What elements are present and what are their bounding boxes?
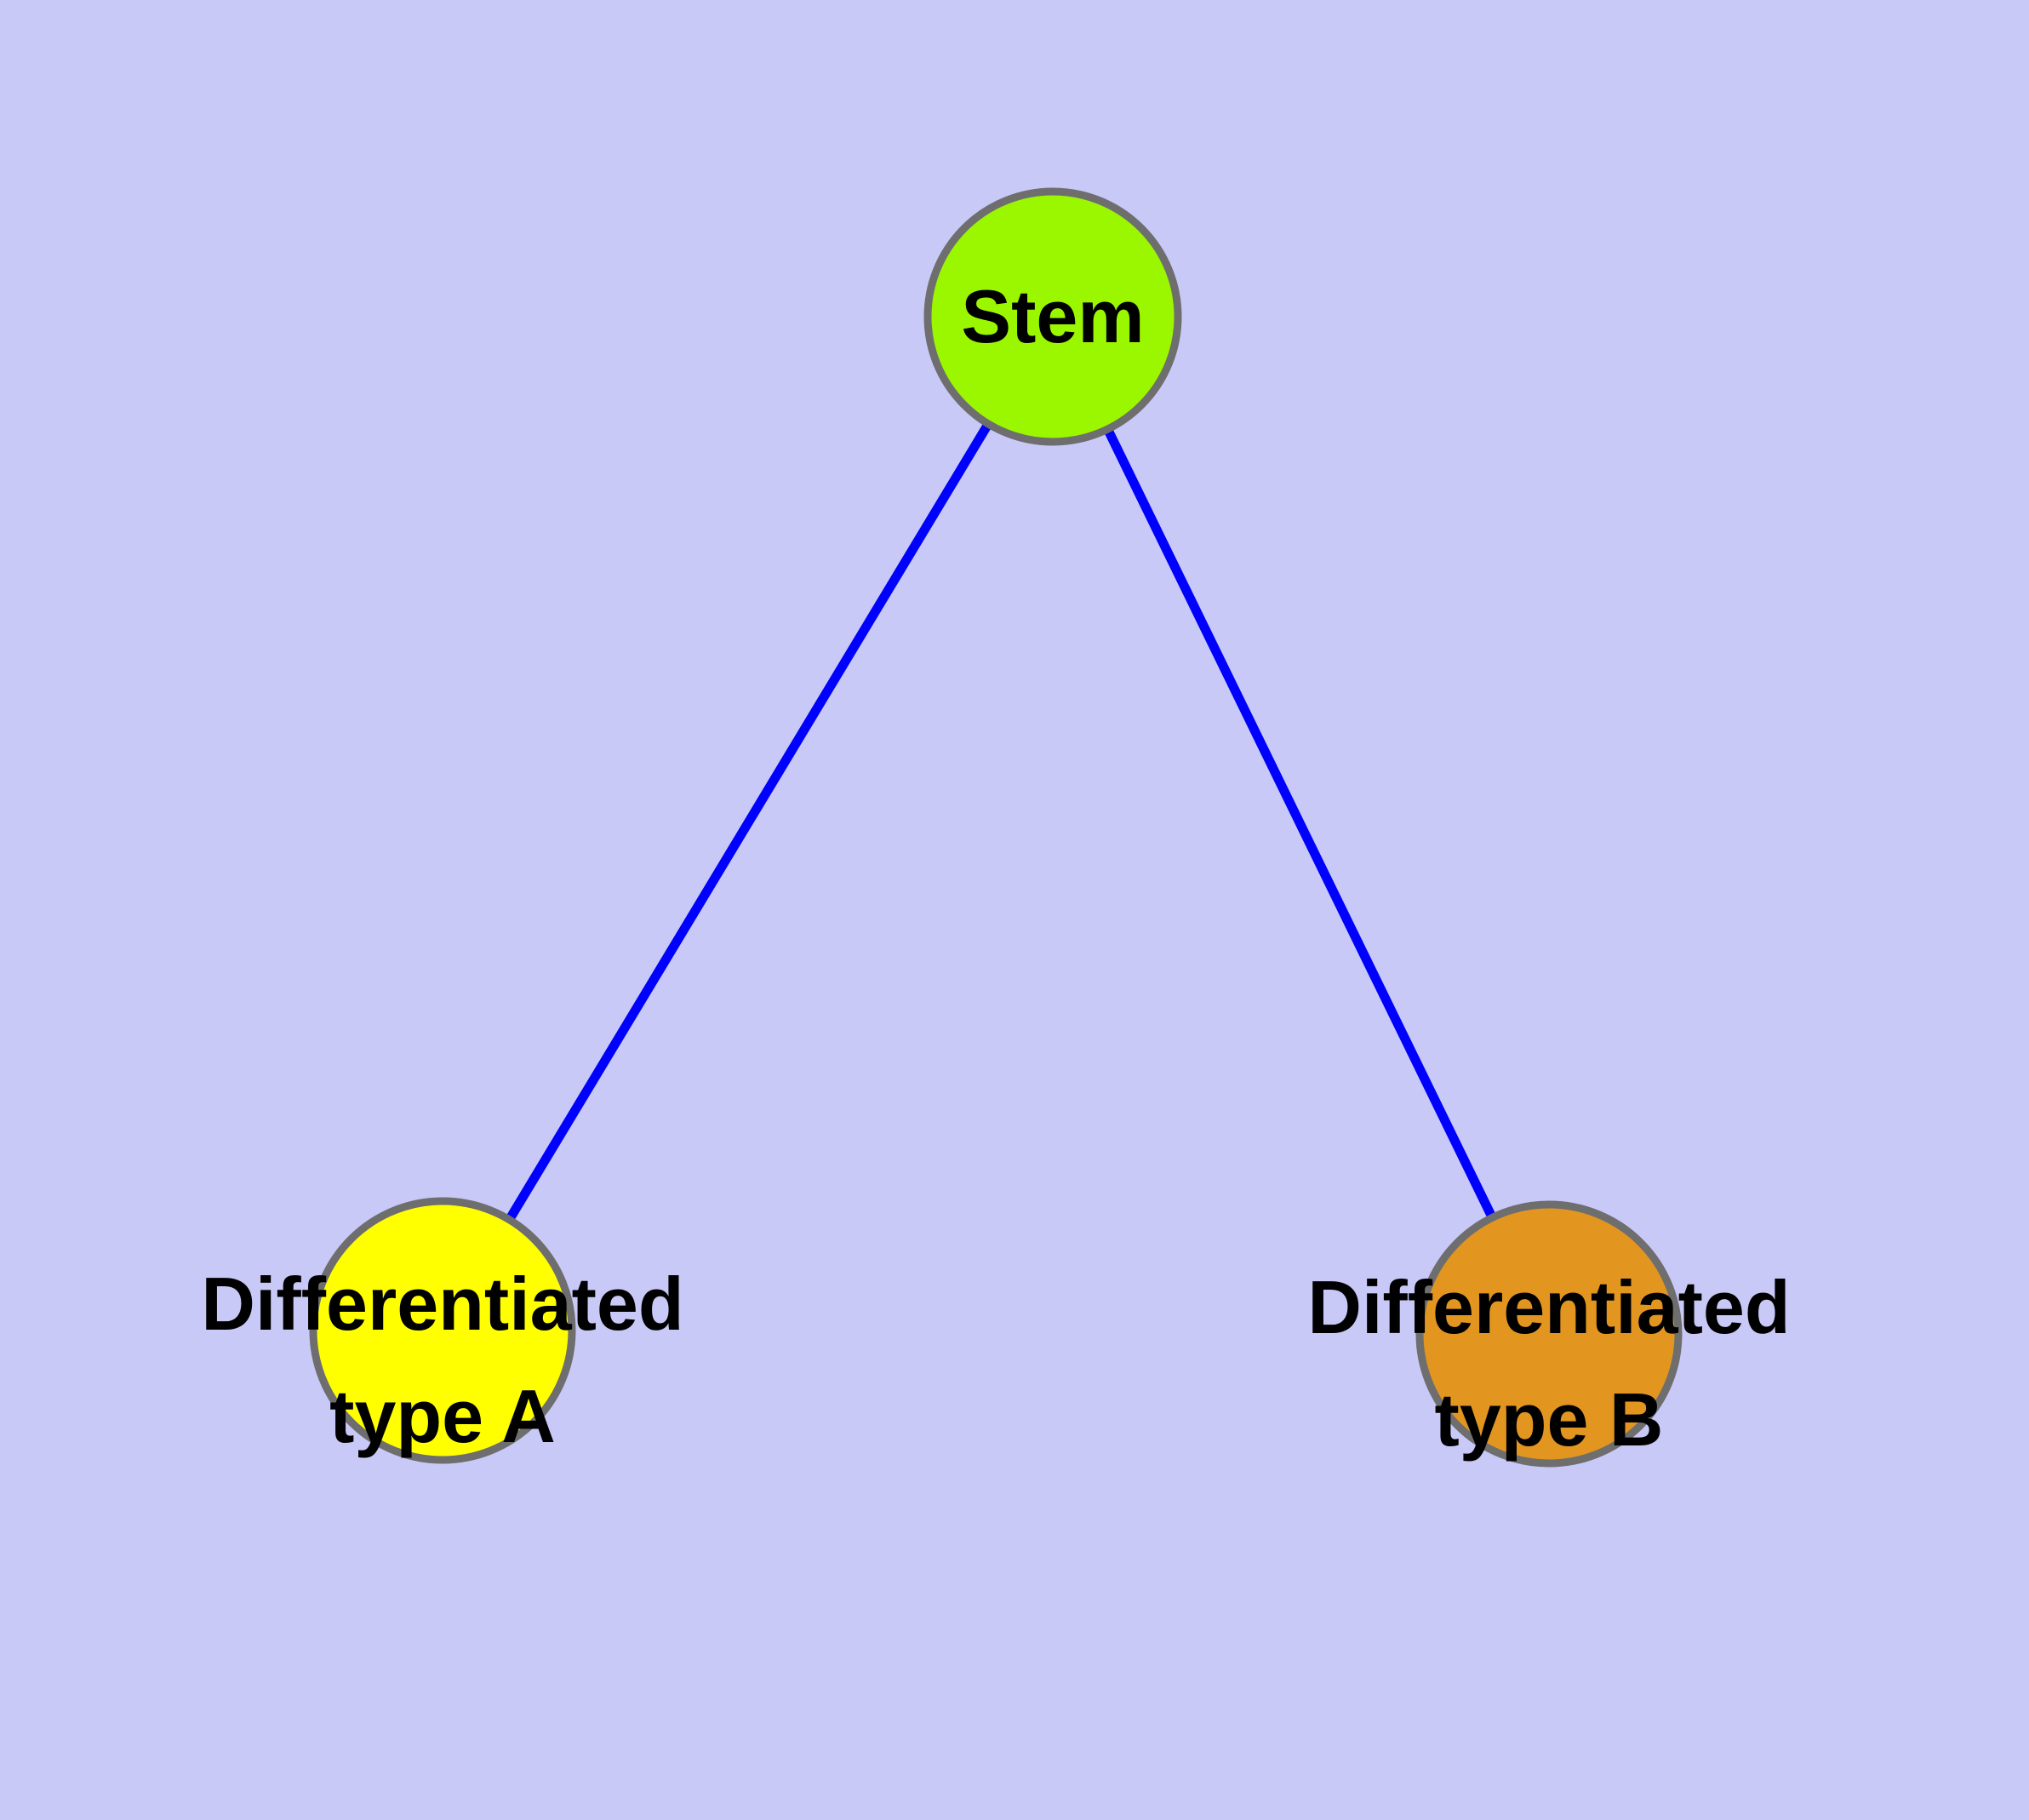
node-stem <box>923 187 1182 446</box>
node-type-a-label: Differentiated type A <box>201 1262 684 1458</box>
node-type-a-circle <box>309 1197 576 1464</box>
node-stem-label: Stem <box>961 274 1145 358</box>
edge-stem-to-type-a <box>438 314 1057 1333</box>
edge-stem-to-type-b <box>1049 314 1553 1336</box>
node-differentiated-type-a <box>309 1197 576 1464</box>
node-type-b-circle <box>1415 1200 1683 1468</box>
node-stem-circle <box>923 187 1182 446</box>
node-differentiated-type-b <box>1415 1200 1683 1468</box>
node-type-b-label: Differentiated type B <box>1307 1265 1791 1462</box>
